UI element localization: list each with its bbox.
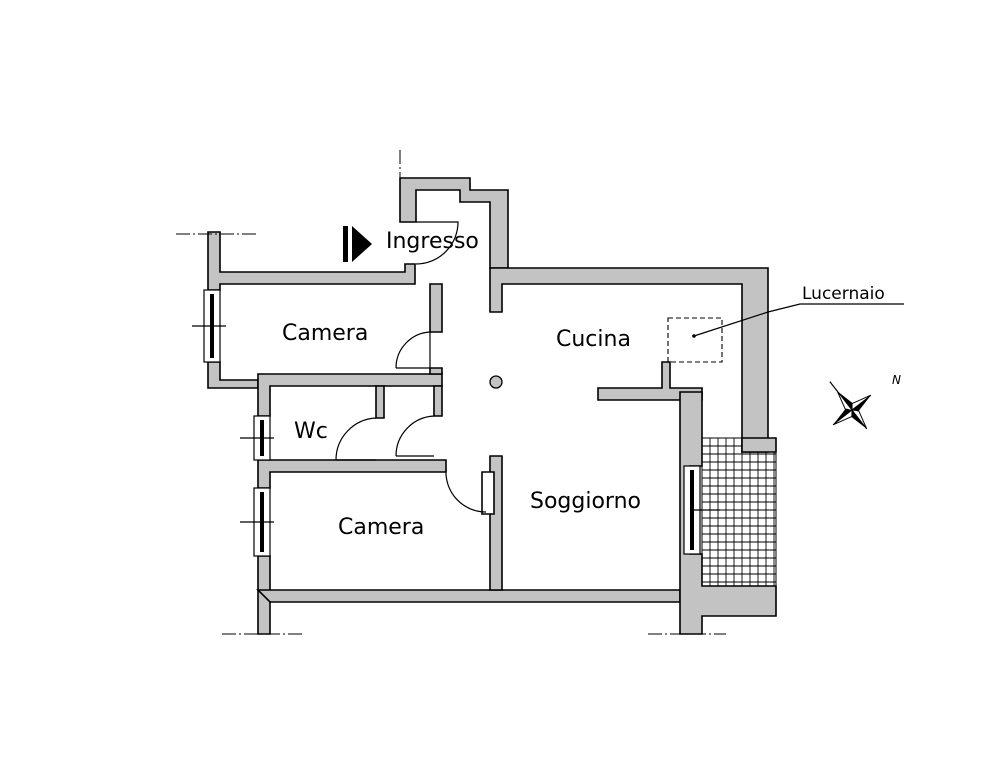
- skylight-outline: [667, 317, 723, 363]
- skylight-label: Lucernaio: [802, 284, 885, 304]
- compass-rose-icon: [829, 381, 872, 430]
- north-label: N: [892, 373, 901, 387]
- windows: [192, 289, 720, 557]
- terrace-tiles: [701, 437, 777, 587]
- room-label-soggiorno: Soggiorno: [530, 489, 641, 514]
- room-label-camera-bottom: Camera: [338, 515, 424, 540]
- section-lines: [176, 150, 726, 635]
- column-marker: [489, 375, 503, 389]
- room-label-wc: Wc: [294, 419, 328, 444]
- skylight-leader: [693, 303, 904, 337]
- entrance-arrow-icon: [343, 226, 372, 262]
- room-label-cucina: Cucina: [556, 327, 631, 352]
- room-label-camera-top: Camera: [282, 321, 368, 346]
- room-label-ingresso: Ingresso: [386, 229, 479, 254]
- walls: [207, 177, 777, 635]
- doors: [335, 221, 487, 513]
